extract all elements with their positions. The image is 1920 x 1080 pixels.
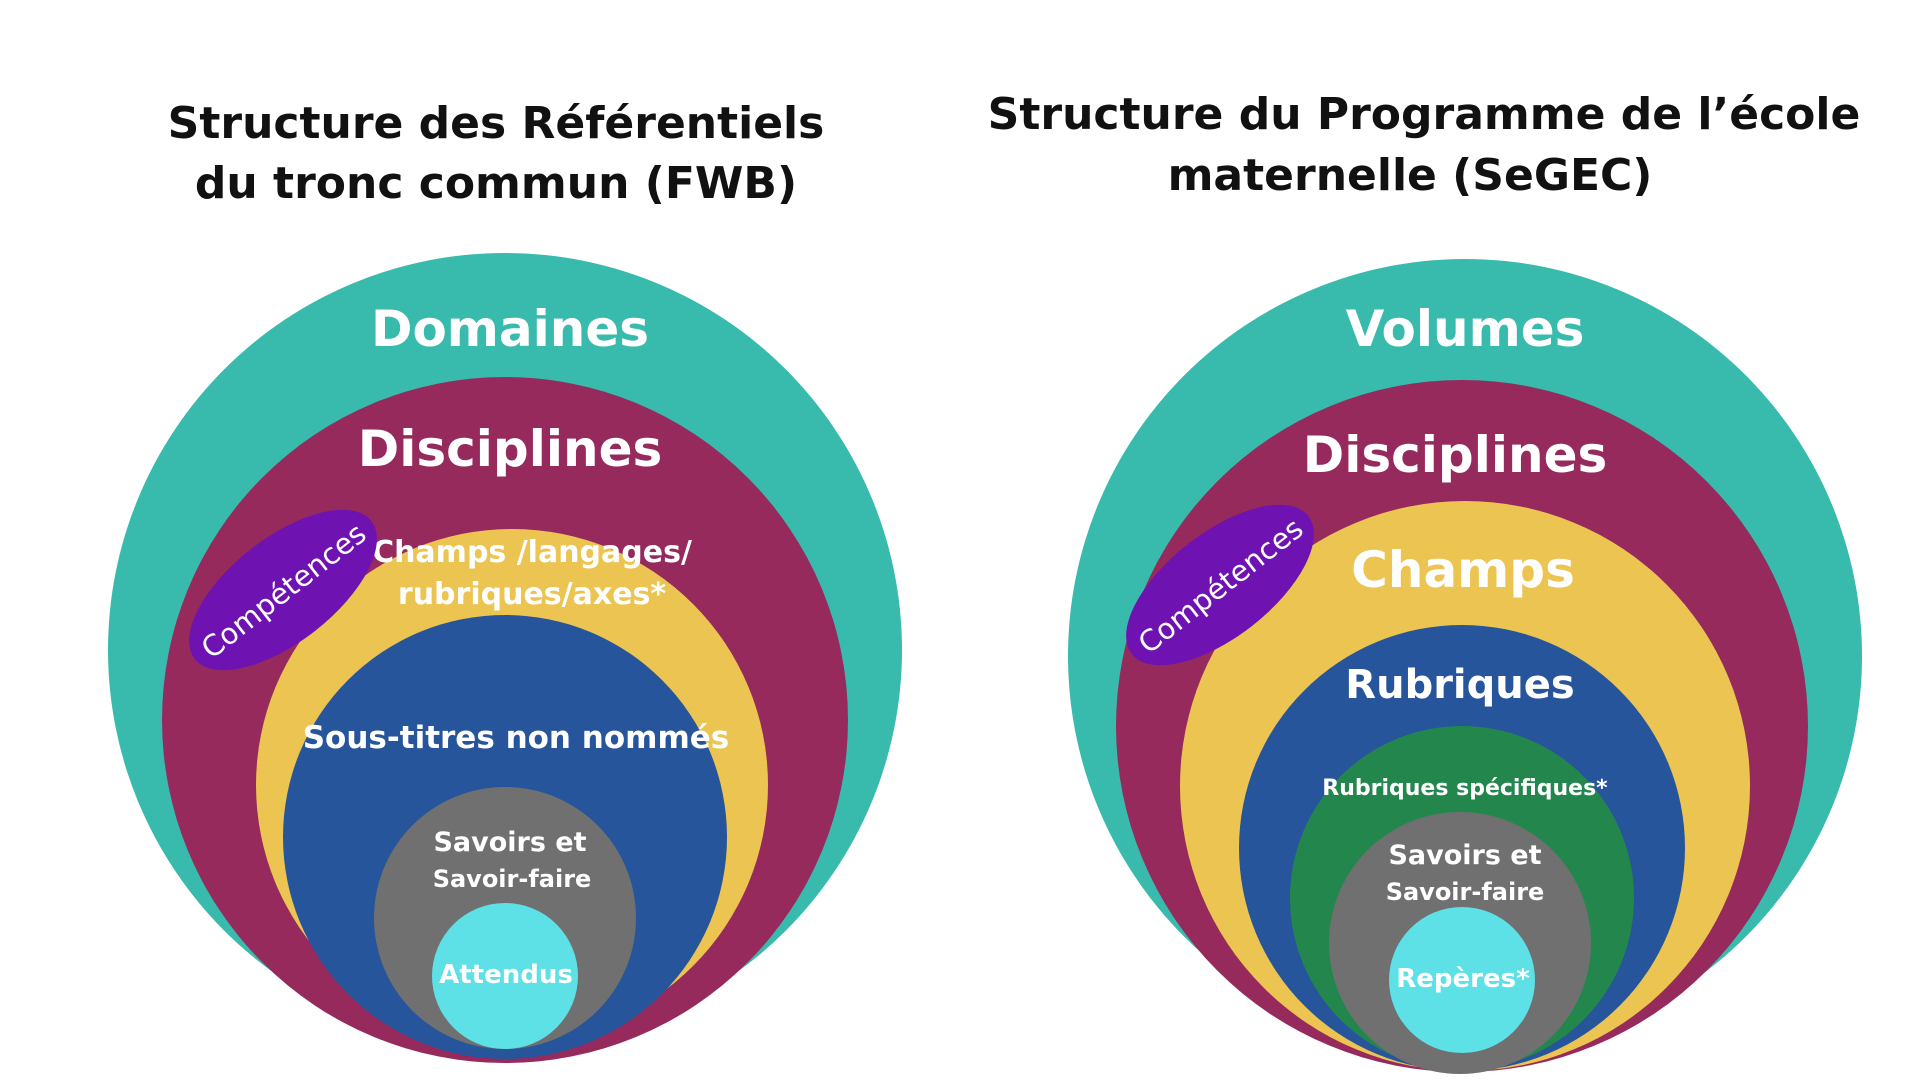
left-label-savoirs-line2: Savoir-faire [433,865,592,893]
left-circle-attendus [432,903,578,1049]
left-label-attendus: Attendus [439,960,573,990]
right-competences-ellipse [1126,504,1314,666]
left-label-savoirs-line1: Savoirs et [433,827,586,858]
right-label-savoirs-line2: Savoir-faire [1386,878,1545,906]
right-label-champs: Champs [1351,541,1575,599]
right-title-line2: maternelle (SeGEC) [1168,150,1653,201]
right-label-reperes: Repères* [1396,964,1530,994]
left-diagram: Structure des Référentiels du tronc comm… [108,98,902,1063]
left-label-soustitres: Sous-titres non nommés [303,720,730,756]
right-label-rubriques-specifiques: Rubriques spécifiques* [1322,776,1608,801]
left-label-champs-line1: Champs /langages/ [372,535,692,570]
right-label-disciplines: Disciplines [1303,426,1608,484]
right-title-line1: Structure du Programme de l’école [988,89,1861,140]
right-label-savoirs-line1: Savoirs et [1388,840,1541,871]
left-title-line1: Structure des Référentiels [168,98,825,149]
left-label-disciplines: Disciplines [358,420,663,478]
right-label-volumes: Volumes [1346,300,1585,358]
right-diagram: Structure du Programme de l’école matern… [988,89,1862,1074]
right-label-rubriques: Rubriques [1345,662,1574,708]
left-label-champs-line2: rubriques/axes* [398,577,666,612]
right-circle-reperes [1389,907,1535,1053]
left-competences-ellipse [189,509,377,671]
left-label-domaines: Domaines [371,300,649,358]
left-title-line2: du tronc commun (FWB) [195,158,797,209]
